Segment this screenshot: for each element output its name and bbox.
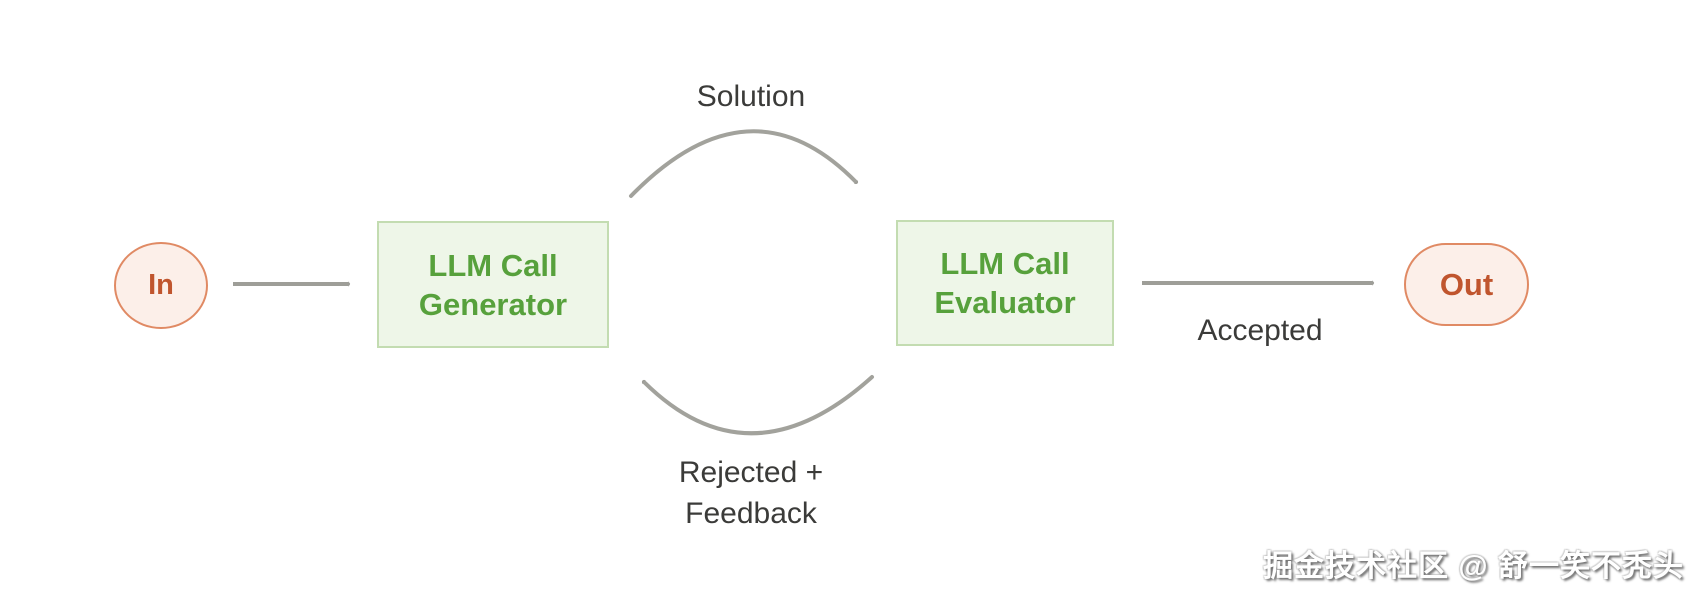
node-llm-call-generator-label: LLM Call Generator [418, 247, 568, 322]
node-in: In [114, 242, 208, 329]
node-llm-call-evaluator-label: LLM Call Evaluator [934, 246, 1076, 320]
arrow-generator-to-evaluator-arc [629, 129, 858, 198]
node-in-label: In [148, 269, 174, 301]
edge-label-accepted: Accepted [1197, 314, 1323, 347]
node-llm-call-generator: LLM Call Generator [377, 221, 609, 348]
node-out-label: Out [1439, 266, 1494, 302]
node-llm-call-evaluator: LLM Call Evaluator [896, 220, 1114, 346]
edge-label-rejected-feedback: Rejected + Feedback [678, 456, 824, 530]
node-out: Out [1404, 243, 1529, 326]
edge-label-solution: Solution [696, 80, 806, 113]
arrow-evaluator-to-generator-arc [642, 375, 874, 436]
watermark-text: 掘金技术社区 @ 舒一笑不秃头 [1263, 550, 1684, 583]
